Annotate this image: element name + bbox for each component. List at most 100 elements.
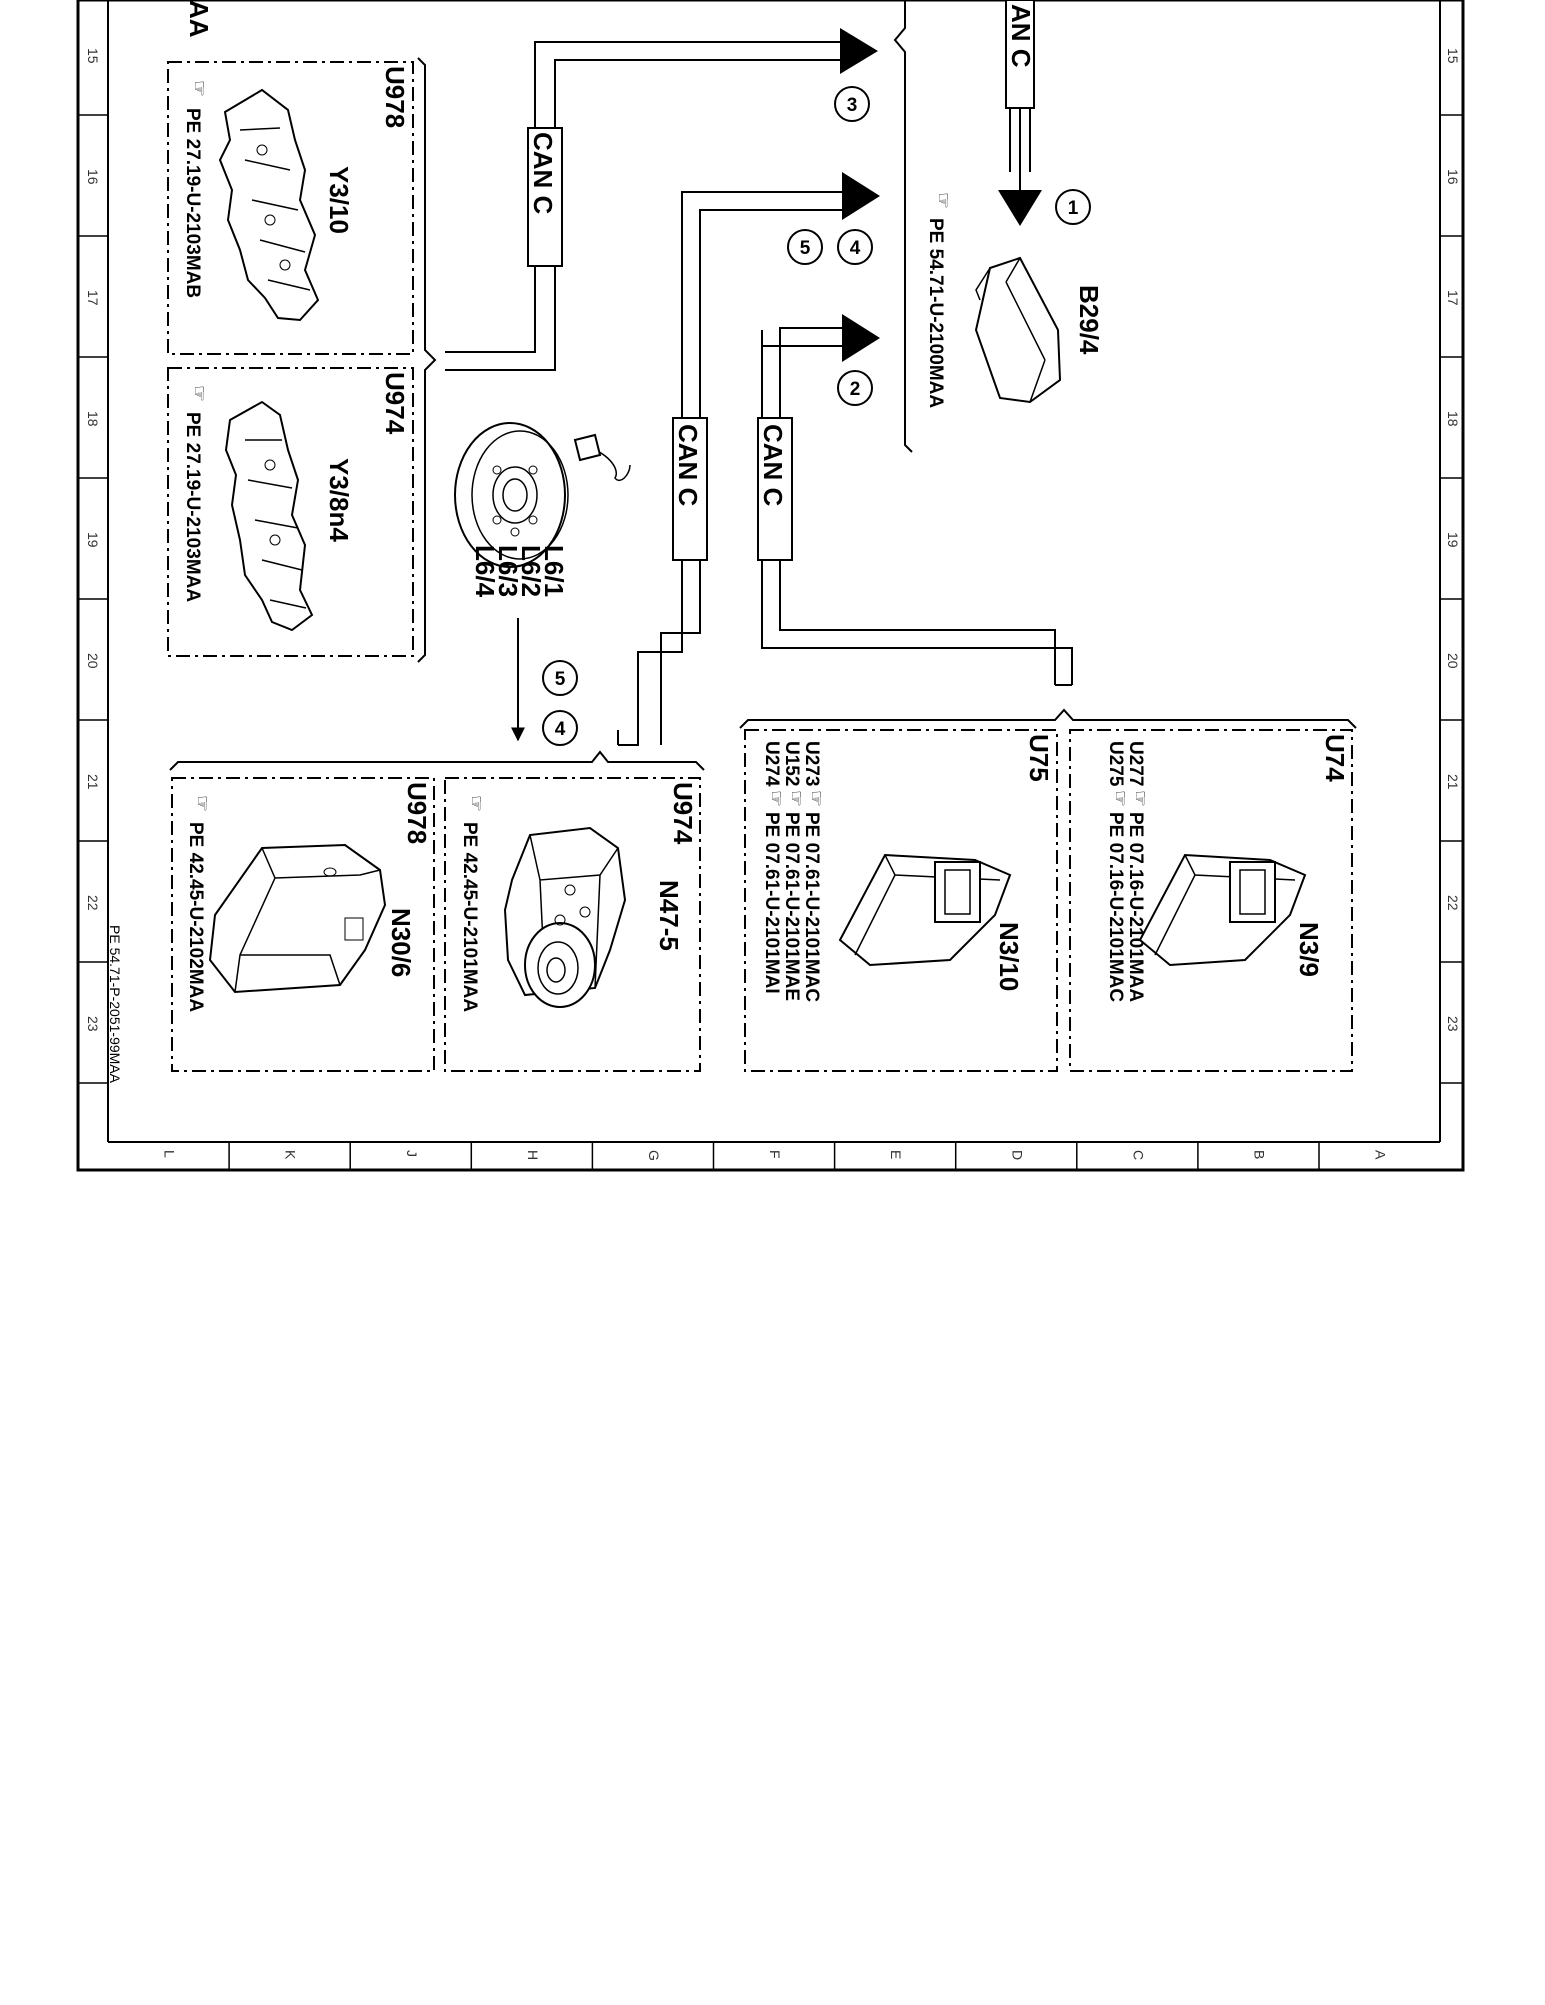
svg-text:3: 3	[847, 95, 858, 116]
grid-row-label-right: 15	[1445, 48, 1461, 64]
svg-text:U275: U275	[1105, 741, 1126, 787]
grid-row-label-left: 20	[85, 653, 101, 669]
hand-icon: ☞	[785, 790, 806, 807]
top-left-fragment-text: AA	[184, 0, 214, 38]
y3-8n4-component: U974 Y3/8n4 ☞ PE 27.19-U-2103MAA	[167, 367, 414, 657]
n3-10-variant-code: U75	[1024, 734, 1054, 782]
can-line-to-b29-4: AN C	[998, 0, 1042, 226]
svg-text:L6/4: L6/4	[470, 545, 500, 598]
hand-icon: ☞	[1109, 790, 1130, 807]
can-line-circle-3: CAN C	[445, 28, 878, 371]
right-bracket-top	[893, 0, 913, 453]
y3-10-variant-code: U978	[380, 66, 410, 128]
svg-text:PE 27.19-U-2103MAB: PE 27.19-U-2103MAB	[182, 108, 203, 298]
y3-group-bracket	[417, 57, 437, 663]
l6-sensor-cable	[589, 447, 631, 482]
abs-group-bracket	[169, 750, 705, 771]
circle-number-2: 2	[837, 370, 873, 406]
n3-10-component: U75 N3/10 U273 ☞ PE 07.61-U-2101MAC U152…	[744, 729, 1058, 1072]
document-id: PE 54.71-P-2051-99MAA	[107, 925, 123, 1084]
grid-column-label: E	[888, 1150, 904, 1159]
y3-8n4-valve-body-drawing	[224, 400, 314, 632]
can-line-circle-4-5: CAN C	[617, 172, 880, 746]
hand-icon: ☞	[765, 790, 786, 807]
svg-text:PE 07.61-U-2101MAC: PE 07.61-U-2101MAC	[801, 812, 822, 1002]
b29-4-module-drawing	[974, 256, 1062, 404]
l6-wheel-sensor-component: L6/1 L6/2 L6/3 L6/4	[454, 422, 631, 742]
svg-text:CAN C: CAN C	[673, 424, 703, 507]
grid-column-label: B	[1251, 1150, 1267, 1159]
grid-row-label-right: 23	[1445, 1016, 1461, 1032]
hand-icon: ☞	[188, 385, 209, 402]
drawing-frame	[76, 0, 1465, 1172]
svg-text:5: 5	[555, 669, 566, 690]
svg-text:4: 4	[555, 719, 566, 740]
svg-text:PE 42.45-U-2101MAA: PE 42.45-U-2101MAA	[459, 822, 480, 1012]
svg-text:AN C: AN C	[1006, 4, 1036, 68]
grid-row-label-left: 19	[85, 532, 101, 548]
svg-text:N3/10: N3/10	[994, 922, 1024, 991]
svg-text:PE 54.71-U-2100MAA: PE 54.71-U-2100MAA	[925, 218, 946, 408]
hand-icon: ☞	[1129, 790, 1150, 807]
grid-row-label-right: 16	[1445, 169, 1461, 185]
hand-icon: ☞	[932, 192, 953, 209]
svg-text:L6/2: L6/2	[516, 545, 546, 597]
grid-row-label-left: 21	[85, 774, 101, 790]
can-line-circle-2: CAN C	[757, 314, 1073, 686]
grid-row-label-left: 17	[85, 290, 101, 306]
grid-row-label-left: 18	[85, 411, 101, 427]
circle-number-5-top: 5	[787, 229, 823, 265]
y3-10-valve-body-drawing	[218, 88, 320, 322]
circle-number-3: 3	[834, 86, 870, 122]
svg-text:U273: U273	[801, 741, 822, 786]
svg-text:1: 1	[1068, 198, 1079, 219]
n3-9-module-drawing	[1138, 853, 1307, 967]
svg-text:N47-5: N47-5	[654, 880, 684, 951]
n47-5-component: U974 N47-5 ☞ PE 42.45-U-2101MAA	[444, 777, 701, 1072]
grid-column-label: L	[162, 1150, 178, 1158]
grid-column-label: F	[767, 1150, 783, 1159]
n47-5-variant-code: U974	[668, 782, 698, 845]
y3-10-component: U978 Y3/10 ☞ PE 27.19-U-2103MAB	[167, 61, 414, 355]
svg-text:U274: U274	[761, 741, 782, 787]
n3-9-variant-code: U74	[1320, 734, 1350, 782]
svg-text:PE 42.45-U-2102MAA: PE 42.45-U-2102MAA	[185, 822, 206, 1012]
svg-text:B29/4: B29/4	[1074, 285, 1104, 355]
grid-row-label-left: 22	[85, 895, 101, 911]
grid-column-label: H	[525, 1150, 541, 1160]
grid-row-label-right: 20	[1445, 653, 1461, 669]
svg-text:CAN C: CAN C	[758, 424, 788, 507]
svg-text:N30/6: N30/6	[386, 908, 416, 977]
grid-column-label: C	[1130, 1150, 1146, 1160]
svg-text:CAN C: CAN C	[528, 132, 558, 215]
svg-text:PE 07.16-U-2101MAC: PE 07.16-U-2101MAC	[1105, 812, 1126, 1002]
grid-column-label: J	[404, 1150, 420, 1157]
svg-text:PE 27.19-U-2103MAA: PE 27.19-U-2103MAA	[182, 412, 203, 602]
hand-icon: ☞	[191, 795, 212, 812]
svg-text:PE 07.16-U-2101MAA: PE 07.16-U-2101MAA	[1125, 812, 1146, 1002]
svg-text:L6/1: L6/1	[539, 545, 569, 597]
hand-icon: ☞	[465, 795, 486, 812]
grid-row-label-right: 17	[1445, 290, 1461, 306]
hand-icon: ☞	[188, 80, 209, 97]
svg-text:Y3/8n4: Y3/8n4	[324, 458, 354, 542]
svg-text:U152: U152	[781, 741, 802, 786]
grid-row-label-right: 18	[1445, 411, 1461, 427]
svg-text:N3/9: N3/9	[1294, 922, 1324, 977]
grid-column-label: D	[1009, 1150, 1025, 1160]
hand-icon: ☞	[805, 790, 826, 807]
circle-number-5-bottom: 5	[542, 660, 578, 696]
n3-group-bracket	[739, 708, 1357, 729]
n3-10-module-drawing	[838, 853, 1012, 967]
grid-row-label-left: 15	[85, 48, 101, 64]
svg-text:4: 4	[850, 238, 861, 259]
n3-9-component: U74 N3/9 U277 ☞ PE 07.16-U-2101MAA U275 …	[1069, 729, 1353, 1072]
n30-6-variant-code: U978	[402, 782, 432, 844]
circle-number-1: 1	[1055, 189, 1091, 225]
svg-text:Y3/10: Y3/10	[324, 166, 354, 234]
grid-row-label-left: 16	[85, 169, 101, 185]
grid-row-label-right: 21	[1445, 774, 1461, 790]
